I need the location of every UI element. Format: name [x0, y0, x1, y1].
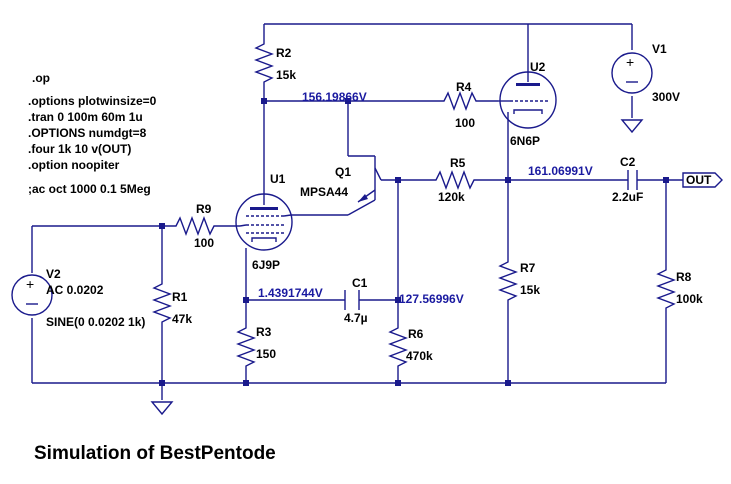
c1-value: 4.7µ — [344, 311, 368, 325]
r6-name: R6 — [408, 327, 424, 341]
resistor-r4 — [438, 91, 480, 111]
resistor-r7 — [498, 255, 518, 305]
resistor-r2 — [254, 38, 274, 88]
schematic-title: Simulation of BestPentode — [34, 443, 276, 464]
u2-value: 6N6P — [510, 134, 540, 148]
q1-name: Q1 — [335, 165, 351, 179]
q1-value: MPSA44 — [300, 185, 348, 199]
wires — [31, 23, 683, 400]
r2-name: R2 — [276, 46, 292, 60]
node-voltage-anode-u1: 156.19866V — [302, 90, 367, 104]
v1-name: V1 — [652, 42, 667, 56]
r6-value: 470k — [406, 349, 433, 363]
voltage-source-v2: + — [11, 274, 53, 316]
node-voltage-emitter-q1: 127.56996V — [399, 292, 464, 306]
r5-name: R5 — [450, 156, 466, 170]
out-label: OUT — [686, 173, 712, 187]
spice-directives: .op .options plotwinsize=0 .tran 0 100m … — [28, 71, 157, 196]
r4-name: R4 — [456, 80, 472, 94]
r5-value: 120k — [438, 190, 465, 204]
directive-four: .four 1k 10 v(OUT) — [28, 142, 131, 156]
r9-value: 100 — [194, 236, 214, 250]
ground-icon — [620, 119, 644, 134]
capacitor-c2 — [627, 170, 638, 190]
tube-u1 — [235, 193, 293, 251]
junction-dots — [159, 98, 669, 386]
directive-noopiter: .option noopiter — [28, 158, 120, 172]
r3-value: 150 — [256, 347, 276, 361]
r4-value: 100 — [455, 116, 475, 130]
u2-name: U2 — [530, 60, 546, 74]
transistor-q1 — [357, 156, 382, 203]
r1-value: 47k — [172, 312, 192, 326]
ground-icon — [150, 401, 174, 416]
resistor-r5 — [430, 170, 480, 190]
node-voltage-out: 161.06991V — [528, 164, 593, 178]
v1-value: 300V — [652, 90, 680, 104]
directive-op: .op — [32, 71, 50, 85]
resistor-r3 — [236, 320, 256, 370]
directive-options-numdgt: .OPTIONS numdgt=8 — [28, 126, 147, 140]
resistor-r8 — [656, 262, 676, 312]
component-labels: R2 15k R4 100 U2 6N6P V1 300V Q1 MPSA44 … — [46, 42, 703, 363]
c2-name: C2 — [620, 155, 636, 169]
capacitor-c1 — [344, 290, 360, 310]
tube-u2 — [498, 71, 557, 129]
r3-name: R3 — [256, 325, 272, 339]
c1-name: C1 — [352, 276, 368, 290]
u1-name: U1 — [270, 172, 286, 186]
resistor-r1 — [152, 278, 172, 333]
out-port: OUT — [682, 172, 723, 188]
r8-name: R8 — [676, 270, 692, 284]
voltage-source-v1: + — [611, 52, 653, 94]
r7-name: R7 — [520, 261, 536, 275]
v2-value-sine: SINE(0 0.0202 1k) — [46, 315, 145, 329]
v2-name: V2 — [46, 267, 61, 281]
c2-value: 2.2uF — [612, 190, 643, 204]
r8-value: 100k — [676, 292, 703, 306]
svg-text:+: + — [626, 54, 634, 70]
resistor-r9 — [170, 216, 218, 236]
node-voltages: 156.19866V 161.06991V 1.4391744V 127.569… — [258, 90, 593, 306]
svg-text:+: + — [26, 276, 34, 292]
node-voltage-cathode-u1: 1.4391744V — [258, 286, 323, 300]
r9-name: R9 — [196, 202, 212, 216]
r2-value: 15k — [276, 68, 296, 82]
resistor-r6 — [388, 322, 408, 370]
u1-value: 6J9P — [252, 258, 280, 272]
r7-value: 15k — [520, 283, 540, 297]
r1-name: R1 — [172, 290, 188, 304]
directive-ac-comment: ;ac oct 1000 0.1 5Meg — [28, 182, 151, 196]
v2-value-ac: AC 0.0202 — [46, 283, 104, 297]
directive-options-plotwinsize: .options plotwinsize=0 — [28, 94, 157, 108]
directive-tran: .tran 0 100m 60m 1u — [28, 110, 143, 124]
